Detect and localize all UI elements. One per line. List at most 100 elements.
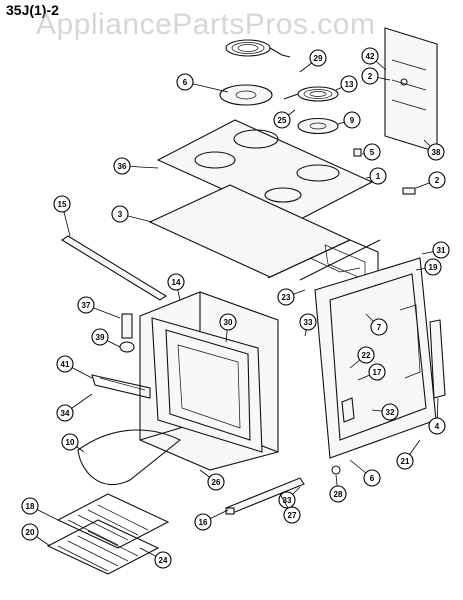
callout-cooktop-36: 36 <box>113 157 159 175</box>
callout-bubble <box>381 403 399 421</box>
callout-label: 18 <box>26 502 35 511</box>
callout-label: 7 <box>377 323 382 332</box>
watermark: AppliancePartsPros.com <box>36 8 376 41</box>
callout-part-19: 19 <box>415 258 442 276</box>
callout-part-14: 14 <box>167 273 185 301</box>
callout-part-6: 6 <box>349 459 381 487</box>
callout-bubble <box>428 171 446 189</box>
callout-part-30: 30 <box>219 313 237 343</box>
callout-label: 3 <box>118 210 123 219</box>
callout-label: 33 <box>283 496 292 505</box>
callout-bubble <box>53 195 71 213</box>
callout-bubble <box>194 513 212 531</box>
callout-part-33-bottom: 33 <box>278 486 301 509</box>
callout-label: 25 <box>278 116 287 125</box>
callout-label: 2 <box>368 72 373 81</box>
callout-wire-29: 29 <box>299 49 327 73</box>
callout-label: 23 <box>282 293 291 302</box>
oven-racks-art <box>46 493 170 575</box>
callout-label: 31 <box>437 246 446 255</box>
callout-bubble <box>309 49 327 67</box>
callout-bubble <box>357 346 375 364</box>
callout-label: 13 <box>345 80 354 89</box>
callout-label: 41 <box>61 360 70 369</box>
callout-part-5: 5 <box>361 143 381 161</box>
callout-bubble <box>278 491 296 509</box>
callout-part-27: 27 <box>279 493 301 524</box>
callout-bubble <box>340 75 358 93</box>
back-panel-art <box>384 27 438 153</box>
callout-part-41: 41 <box>56 355 93 379</box>
callout-bubble <box>424 258 442 276</box>
callout-part-31: 31 <box>421 241 450 259</box>
callout-label: 14 <box>172 278 181 287</box>
callout-label: 42 <box>366 52 375 61</box>
callout-bubble <box>368 363 386 381</box>
callout-bubble <box>273 111 291 129</box>
element-13-art <box>283 86 339 102</box>
callout-part-3: 3 <box>111 205 153 223</box>
callout-part-34: 34 <box>56 393 93 422</box>
misc-parts-art <box>119 148 416 515</box>
trim-15-art <box>60 235 168 301</box>
callout-part-2-mid: 2 <box>415 171 446 189</box>
callout-bubble <box>427 143 445 161</box>
callout-part-32: 32 <box>371 403 399 421</box>
callout-part-20: 20 <box>21 523 51 547</box>
callout-label: 21 <box>401 457 410 466</box>
callout-label: 4 <box>435 422 440 431</box>
callout-part-42: 42 <box>361 47 387 71</box>
callout-part-4: 4 <box>428 397 446 435</box>
callout-bubble <box>283 506 301 524</box>
callout-part-26: 26 <box>199 469 225 491</box>
callout-label: 37 <box>82 301 91 310</box>
callout-surface-element-large: 6 <box>176 73 229 93</box>
callout-label: 39 <box>96 333 105 342</box>
callout-part-39: 39 <box>91 328 121 348</box>
callout-label: 17 <box>373 368 382 377</box>
callout-label: 10 <box>66 438 75 447</box>
callout-label: 19 <box>429 263 438 272</box>
callout-part-1: 1 <box>365 167 387 185</box>
callout-bubble <box>363 469 381 487</box>
callout-label: 24 <box>159 556 168 565</box>
diagram-title: 35J(1)-2 <box>6 2 59 18</box>
callout-bubble <box>56 404 74 422</box>
callout-label: 33 <box>304 318 313 327</box>
callout-bubble <box>56 355 74 373</box>
broil-element-art <box>91 374 151 399</box>
drip-pan-9-art <box>297 117 339 135</box>
callout-bubble <box>207 473 225 491</box>
callout-bubble <box>361 47 379 65</box>
callout-part-33-top: 33 <box>299 313 317 337</box>
door-frame-art <box>151 317 263 453</box>
callout-part-23: 23 <box>277 288 306 306</box>
callout-bubble <box>396 452 414 470</box>
callout-part-2-top: 2 <box>361 67 391 85</box>
callout-label: 6 <box>183 78 188 87</box>
callout-bubble <box>21 523 39 541</box>
callout-bubble <box>167 273 185 291</box>
callout-bubble <box>363 143 381 161</box>
callout-label: 16 <box>199 518 208 527</box>
callout-bubble <box>77 296 95 314</box>
callout-part-21: 21 <box>396 439 421 470</box>
callout-bubble <box>343 111 361 129</box>
trim-4-art <box>429 319 446 399</box>
callout-label: 32 <box>386 408 395 417</box>
callout-part-16: 16 <box>194 509 229 531</box>
callout-bubble <box>111 205 129 223</box>
callout-label: 27 <box>288 511 297 520</box>
callout-bubble <box>428 417 446 435</box>
callout-part-10: 10 <box>61 433 85 453</box>
callout-part-37: 37 <box>77 296 121 319</box>
callout-bubble <box>432 241 450 259</box>
callout-bubble <box>369 167 387 185</box>
callout-part-17: 17 <box>357 363 386 381</box>
callout-label: 2 <box>435 176 440 185</box>
callout-bubble <box>113 157 131 175</box>
drip-pan-large-art <box>219 84 273 106</box>
callout-label: 6 <box>370 474 375 483</box>
